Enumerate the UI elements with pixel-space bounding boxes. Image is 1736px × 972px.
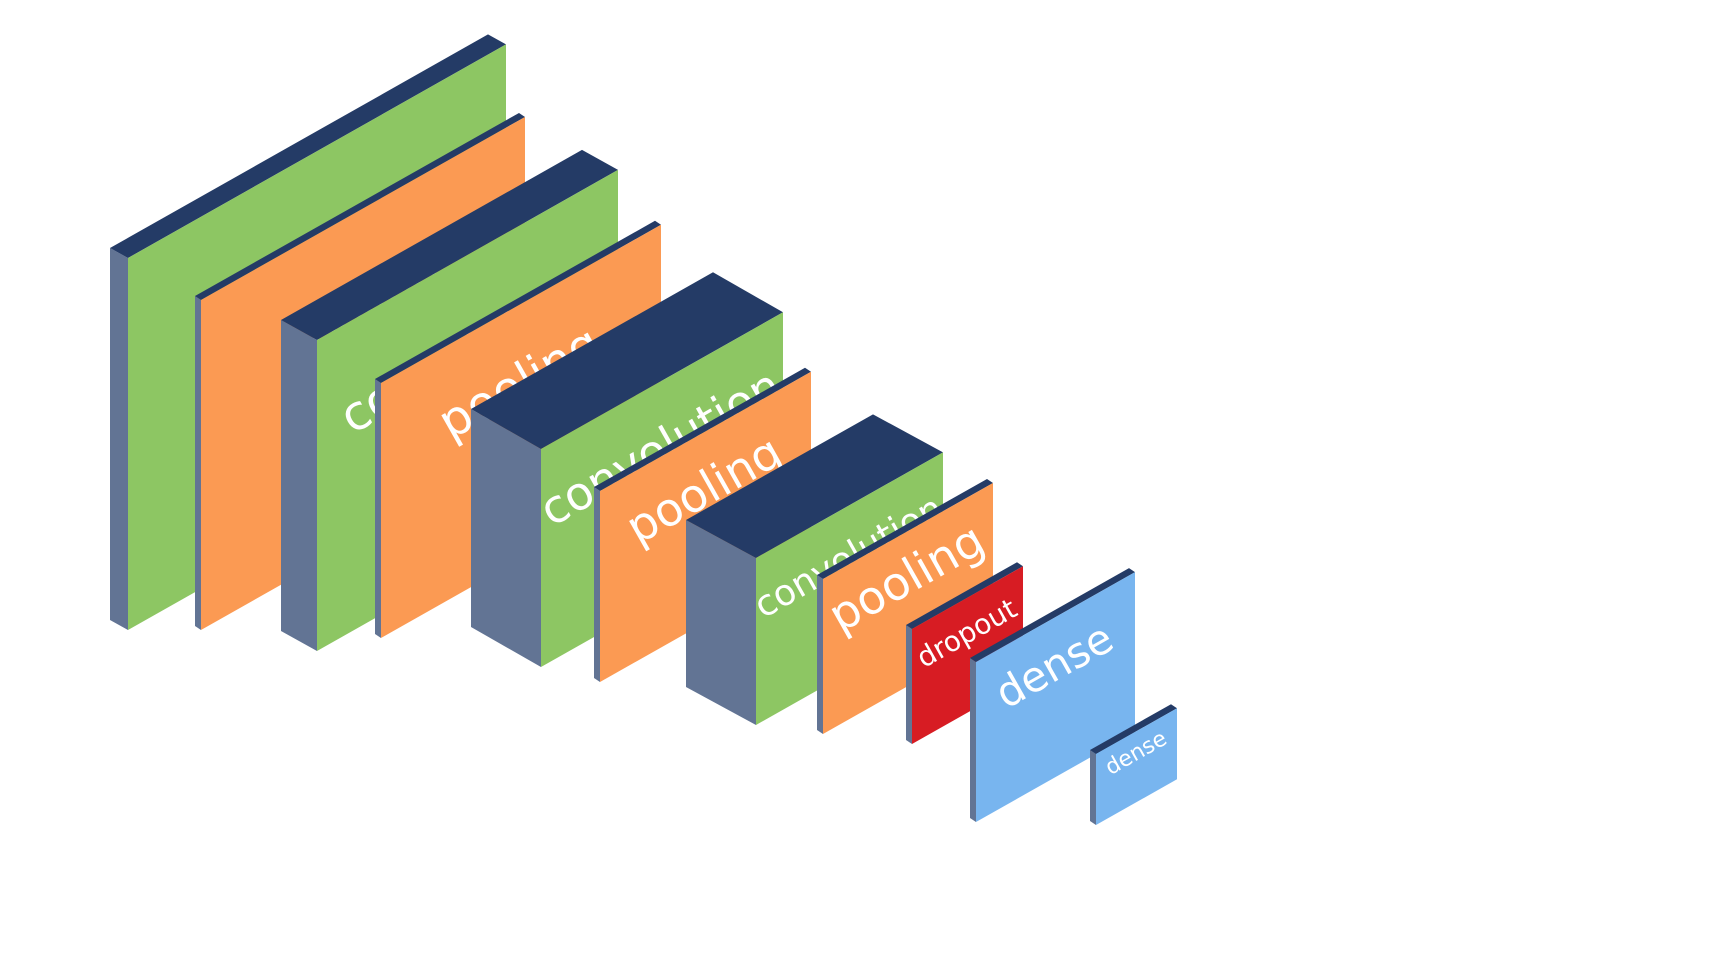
layer-top-face	[594, 367, 811, 491]
layer-side-face	[970, 658, 976, 822]
layer-front-face	[912, 566, 1023, 744]
layer-top-face	[281, 149, 618, 340]
layer-side-face	[281, 320, 317, 651]
layer-top-face	[906, 562, 1023, 629]
layer-side-face	[817, 575, 823, 734]
layer-top-face	[110, 34, 506, 259]
layer-dense-11: dense	[1090, 704, 1177, 825]
layer-front-face	[976, 572, 1135, 822]
layer-top-face	[686, 414, 943, 558]
layer-top-face	[471, 272, 783, 449]
layers-group: convolutionpoolingconvolutionpoolingconv…	[110, 34, 1177, 825]
layer-side-face	[594, 487, 600, 682]
layer-top-face	[970, 568, 1135, 662]
layer-side-face	[195, 296, 201, 630]
layer-side-face	[686, 520, 756, 725]
layer-side-face	[471, 409, 541, 667]
layer-side-face	[375, 379, 381, 638]
layer-front-face	[823, 482, 993, 734]
layer-side-face	[1090, 750, 1096, 825]
layer-side-face	[110, 248, 128, 630]
layer-front-face	[1096, 708, 1177, 825]
layer-top-face	[375, 220, 661, 383]
layer-top-face	[195, 112, 525, 300]
layer-side-face	[906, 625, 912, 744]
layer-top-face	[1090, 704, 1177, 754]
layer-top-face	[817, 478, 993, 579]
